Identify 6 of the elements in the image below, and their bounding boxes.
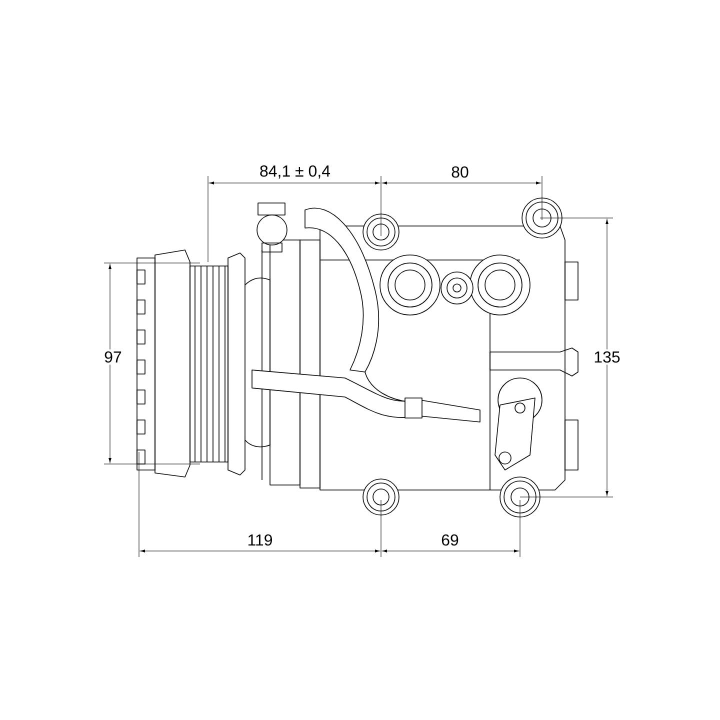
dimension-label: 69 — [439, 532, 461, 548]
dimension-label: 97 — [102, 349, 124, 365]
dimension-label: 135 — [592, 349, 622, 365]
dimension-label: 119 — [245, 532, 275, 548]
dimension-label: 84,1 ± 0,4 — [257, 163, 333, 181]
dimension-label: 80 — [449, 164, 471, 180]
